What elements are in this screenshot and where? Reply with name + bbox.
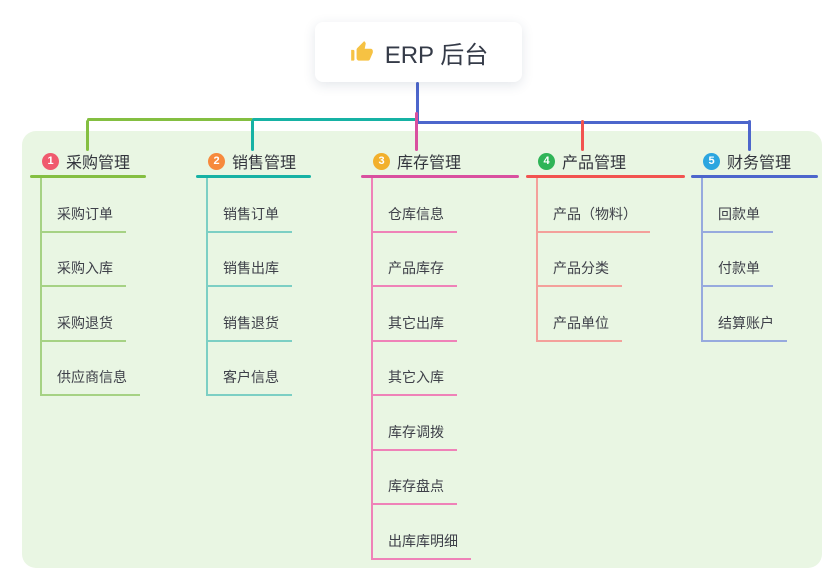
branch-node-product[interactable]: 4 产品管理 bbox=[526, 150, 685, 172]
child-row: 仓库信息 bbox=[373, 178, 519, 233]
root-label: ERP 后台 bbox=[384, 41, 489, 69]
child-node[interactable]: 仓库信息 bbox=[373, 204, 457, 233]
branch-label-finance: 财务管理 bbox=[727, 155, 792, 172]
bus-segment-teal bbox=[252, 118, 417, 121]
child-row: 产品分类 bbox=[538, 233, 685, 287]
branches-panel bbox=[22, 131, 822, 568]
bus-segment-green bbox=[87, 118, 253, 121]
child-node[interactable]: 结算账户 bbox=[703, 313, 787, 342]
child-row: 产品（物料） bbox=[538, 178, 685, 233]
branch-underline bbox=[30, 175, 146, 178]
drop-line-inventory bbox=[415, 112, 418, 151]
child-row: 库存调拨 bbox=[373, 396, 519, 451]
branch-underline bbox=[361, 175, 519, 178]
child-row: 客户信息 bbox=[208, 342, 311, 396]
root-node[interactable]: ERP 后台 bbox=[315, 22, 522, 82]
child-row: 库存盘点 bbox=[373, 451, 519, 505]
branch-node-finance[interactable]: 5 财务管理 bbox=[691, 150, 818, 172]
branch-label-inventory: 库存管理 bbox=[397, 155, 462, 172]
child-row: 采购订单 bbox=[42, 178, 146, 233]
child-node[interactable]: 其它出库 bbox=[373, 313, 457, 342]
child-row: 出库库明细 bbox=[373, 505, 519, 560]
child-node[interactable]: 库存盘点 bbox=[373, 476, 457, 505]
child-node[interactable]: 出库库明细 bbox=[373, 531, 471, 560]
badge-2: 2 bbox=[208, 152, 225, 170]
thumbs-up-icon bbox=[349, 39, 375, 65]
child-row: 产品单位 bbox=[538, 287, 685, 342]
drop-line-purchase bbox=[86, 120, 89, 151]
child-node[interactable]: 回款单 bbox=[703, 204, 773, 233]
branch-node-sales[interactable]: 2 销售管理 bbox=[196, 150, 311, 172]
child-node[interactable]: 其它入库 bbox=[373, 367, 457, 396]
branch-label-sales: 销售管理 bbox=[232, 155, 297, 172]
drop-line-sales bbox=[251, 120, 254, 151]
child-node[interactable]: 供应商信息 bbox=[42, 367, 140, 396]
child-row: 结算账户 bbox=[703, 287, 818, 342]
child-row: 产品库存 bbox=[373, 233, 519, 287]
root-trunk-line bbox=[416, 82, 419, 124]
child-row: 其它入库 bbox=[373, 342, 519, 396]
branch-column-inventory: 3 库存管理 仓库信息 产品库存 其它出库 其它入库 库存调拨 库存盘点 出库库… bbox=[361, 150, 519, 560]
branch-node-purchase[interactable]: 1 采购管理 bbox=[30, 150, 146, 172]
branch-children-rail: 回款单 付款单 结算账户 bbox=[701, 178, 818, 342]
child-row: 供应商信息 bbox=[42, 342, 146, 396]
branch-underline bbox=[691, 175, 818, 178]
child-node[interactable]: 库存调拨 bbox=[373, 422, 457, 451]
branch-underline bbox=[526, 175, 685, 178]
child-node[interactable]: 销售订单 bbox=[208, 204, 292, 233]
badge-1: 1 bbox=[42, 152, 59, 170]
branch-column-product: 4 产品管理 产品（物料） 产品分类 产品单位 bbox=[526, 150, 685, 342]
branch-column-purchase: 1 采购管理 采购订单 采购入库 采购退货 供应商信息 bbox=[30, 150, 146, 396]
drop-line-finance bbox=[748, 120, 751, 151]
child-node[interactable]: 产品分类 bbox=[538, 258, 622, 287]
child-row: 付款单 bbox=[703, 233, 818, 287]
child-row: 销售退货 bbox=[208, 287, 311, 342]
branch-column-finance: 5 财务管理 回款单 付款单 结算账户 bbox=[691, 150, 818, 342]
branch-underline bbox=[196, 175, 311, 178]
child-row: 销售出库 bbox=[208, 233, 311, 287]
child-row: 销售订单 bbox=[208, 178, 311, 233]
branch-children-rail: 采购订单 采购入库 采购退货 供应商信息 bbox=[40, 178, 146, 396]
child-node[interactable]: 采购退货 bbox=[42, 313, 126, 342]
child-row: 回款单 bbox=[703, 178, 818, 233]
child-node[interactable]: 付款单 bbox=[703, 258, 773, 287]
branch-label-purchase: 采购管理 bbox=[66, 155, 131, 172]
child-row: 采购退货 bbox=[42, 287, 146, 342]
child-node[interactable]: 销售退货 bbox=[208, 313, 292, 342]
child-node[interactable]: 销售出库 bbox=[208, 258, 292, 287]
branch-column-sales: 2 销售管理 销售订单 销售出库 销售退货 客户信息 bbox=[196, 150, 311, 396]
branch-children-rail: 产品（物料） 产品分类 产品单位 bbox=[536, 178, 685, 342]
child-node[interactable]: 产品库存 bbox=[373, 258, 457, 287]
badge-4: 4 bbox=[538, 152, 555, 170]
branch-children-rail: 仓库信息 产品库存 其它出库 其它入库 库存调拨 库存盘点 出库库明细 bbox=[371, 178, 519, 560]
child-node[interactable]: 客户信息 bbox=[208, 367, 292, 396]
child-row: 采购入库 bbox=[42, 233, 146, 287]
child-node[interactable]: 采购订单 bbox=[42, 204, 126, 233]
badge-3: 3 bbox=[373, 152, 390, 170]
child-node[interactable]: 产品（物料） bbox=[538, 204, 650, 233]
branch-label-product: 产品管理 bbox=[562, 155, 627, 172]
child-node[interactable]: 产品单位 bbox=[538, 313, 622, 342]
drop-line-product bbox=[581, 120, 584, 151]
badge-5: 5 bbox=[703, 152, 720, 170]
branch-children-rail: 销售订单 销售出库 销售退货 客户信息 bbox=[206, 178, 311, 396]
child-node[interactable]: 采购入库 bbox=[42, 258, 126, 287]
child-row: 其它出库 bbox=[373, 287, 519, 342]
branch-node-inventory[interactable]: 3 库存管理 bbox=[361, 150, 519, 172]
